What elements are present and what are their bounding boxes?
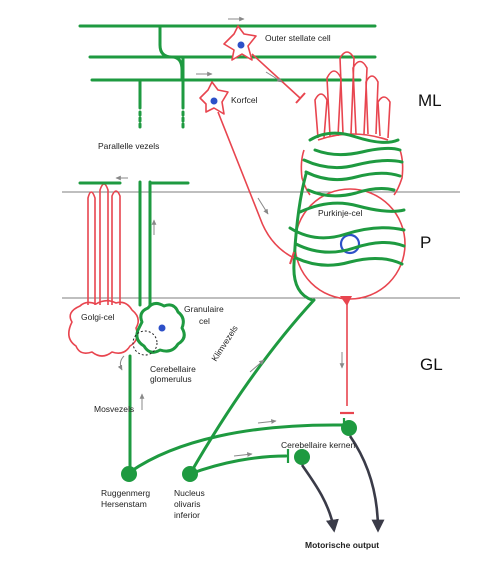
outer-stellate-cell [223, 25, 306, 104]
outer-stellate-label: Outer stellate cell [265, 33, 331, 43]
cerebellar-nuclei [294, 352, 385, 533]
spinal-brainstem-node [121, 466, 137, 482]
basket-cell [199, 81, 295, 265]
spinal-brainstem-label-1: Ruggenmerg [101, 488, 150, 498]
purkinje-label: Purkinje-cel [318, 208, 363, 218]
granular-cell-label-1: Granulaire [184, 304, 224, 314]
glomerulus-label-1: Cerebellaire [150, 364, 196, 374]
purkinje-cell [294, 51, 406, 415]
granular-cell-label-2: cel [199, 316, 210, 326]
cerebellar-nuclei-label: Cerebellaire kernen [281, 440, 355, 450]
layer-label-p: P [420, 233, 431, 252]
motor-output-label: Motorische output [305, 540, 379, 550]
climbing-fiber [188, 298, 316, 476]
granule-cell [78, 175, 190, 371]
parallel-fibers [78, 16, 377, 130]
parallel-fibers-label: Parallelle vezels [98, 141, 159, 151]
inferior-olive-node [182, 466, 198, 482]
inferior-olive-label-3: inferior [174, 510, 200, 520]
golgi-cell [68, 183, 140, 357]
golgi-label: Golgi-cel [81, 312, 115, 322]
inferior-olive-label-2: olivaris [174, 499, 200, 509]
korfcel-label: Korfcel [231, 95, 258, 105]
mossy-fibers-label: Mosvezels [94, 404, 134, 414]
layer-label-gl: GL [420, 355, 443, 374]
layer-label-ml: ML [418, 91, 442, 110]
climbing-fiber-loops [288, 131, 406, 302]
inferior-olive-label-1: Nucleus [174, 488, 205, 498]
olive-to-nuclei [188, 449, 290, 476]
mossy-fibers [128, 354, 346, 474]
glomerulus-label-2: glomerulus [150, 374, 192, 384]
spinal-brainstem-label-2: Hersenstam [101, 499, 147, 509]
climbing-fibers-label: Klimvezels [209, 324, 240, 364]
